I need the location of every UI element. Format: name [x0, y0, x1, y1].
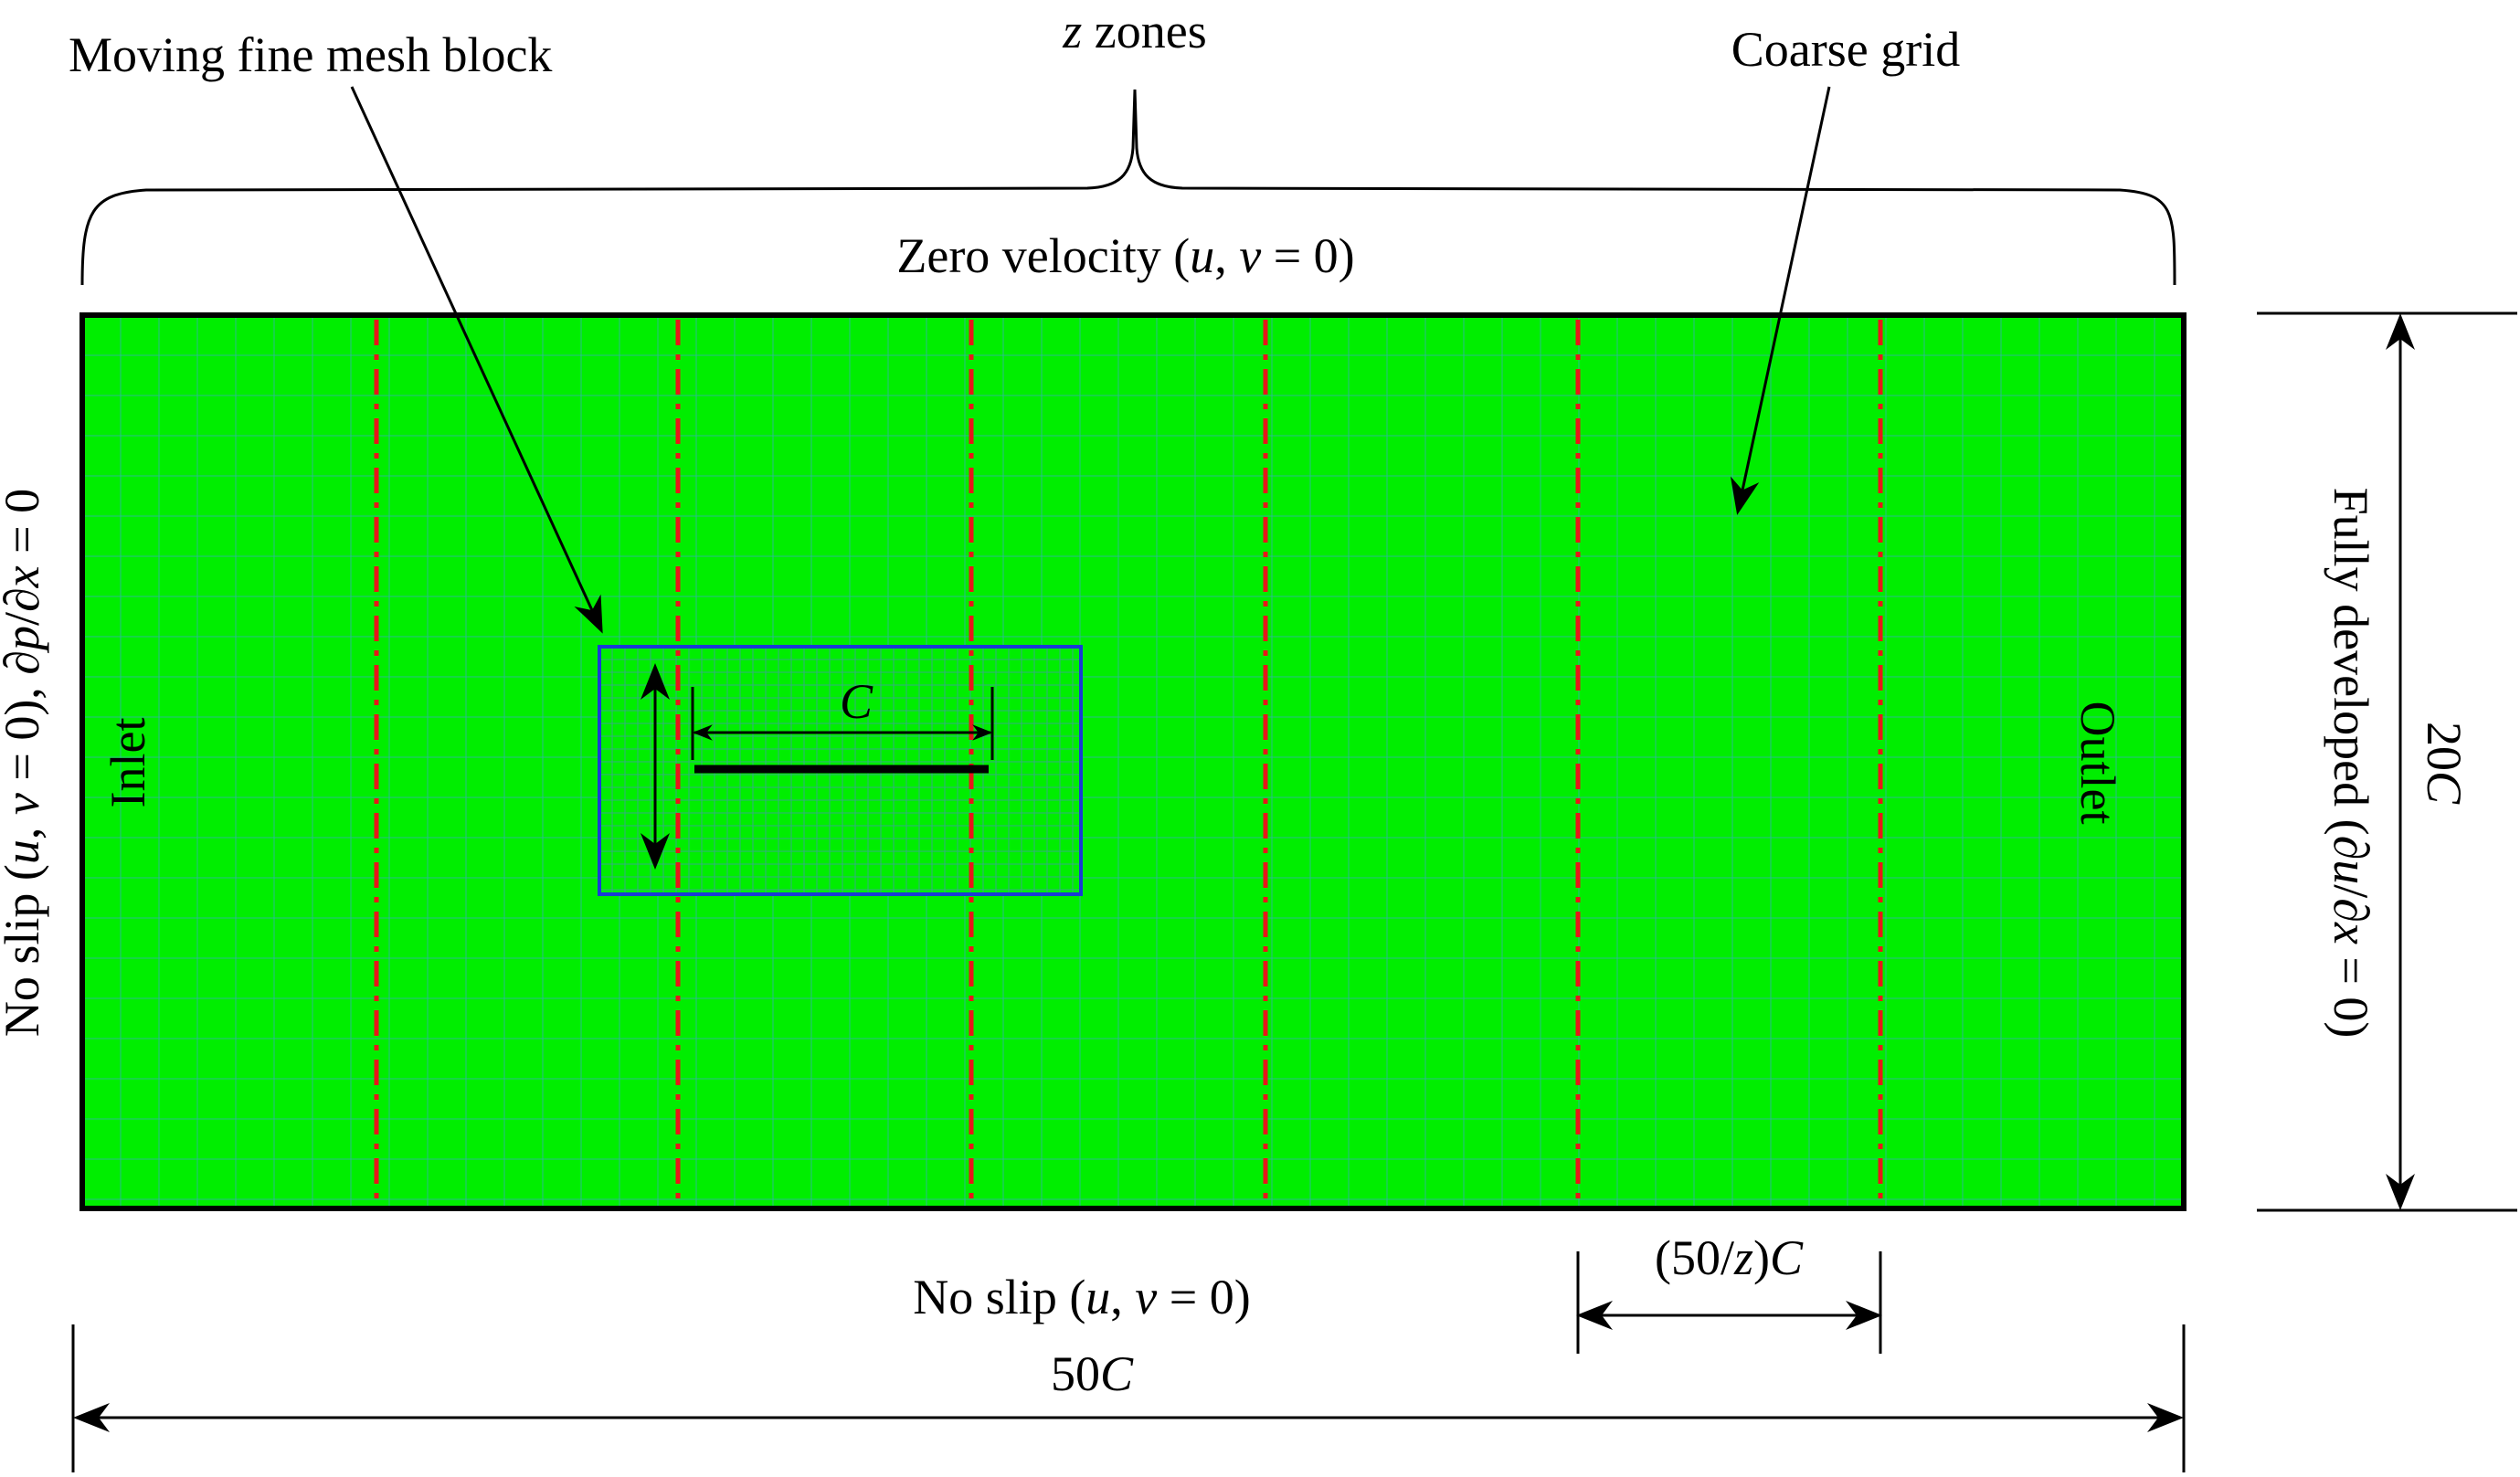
z-zones-label: z zones	[1062, 4, 1206, 58]
coarse-grid-arrow	[1730, 86, 1831, 515]
coarse-grid-label: Coarse grid	[1731, 22, 1960, 77]
chord-dimension	[691, 687, 994, 760]
coarse-grid	[85, 318, 2181, 1206]
zone-width-label: (50/z)C	[1655, 1230, 1804, 1285]
length-dimension	[71, 1324, 2186, 1472]
inlet-label: Inlet	[101, 718, 155, 808]
bottom-boundary-label: No slip (u, v = 0)	[913, 1270, 1250, 1324]
outlet-label: Outlet	[2070, 702, 2125, 825]
length-label: 50C	[1051, 1346, 1134, 1401]
moving-block-arrow	[350, 86, 603, 634]
chord-label: C	[840, 674, 874, 729]
height-label: 20C	[2417, 722, 2472, 805]
moving-block-label: Moving fine mesh block	[69, 27, 552, 82]
top-boundary-label: Zero velocity (u, v = 0)	[896, 228, 1354, 283]
right-boundary-label: Fully developed (∂u/∂x = 0)	[2324, 488, 2378, 1039]
left-boundary-label: No slip (u, v = 0), ∂p/∂x = 0	[0, 489, 49, 1037]
computational-domain	[79, 312, 2186, 1211]
height-dimension	[2257, 311, 2517, 1212]
zones-brace	[80, 89, 2176, 286]
zone-width-dimension	[1576, 1251, 1882, 1354]
